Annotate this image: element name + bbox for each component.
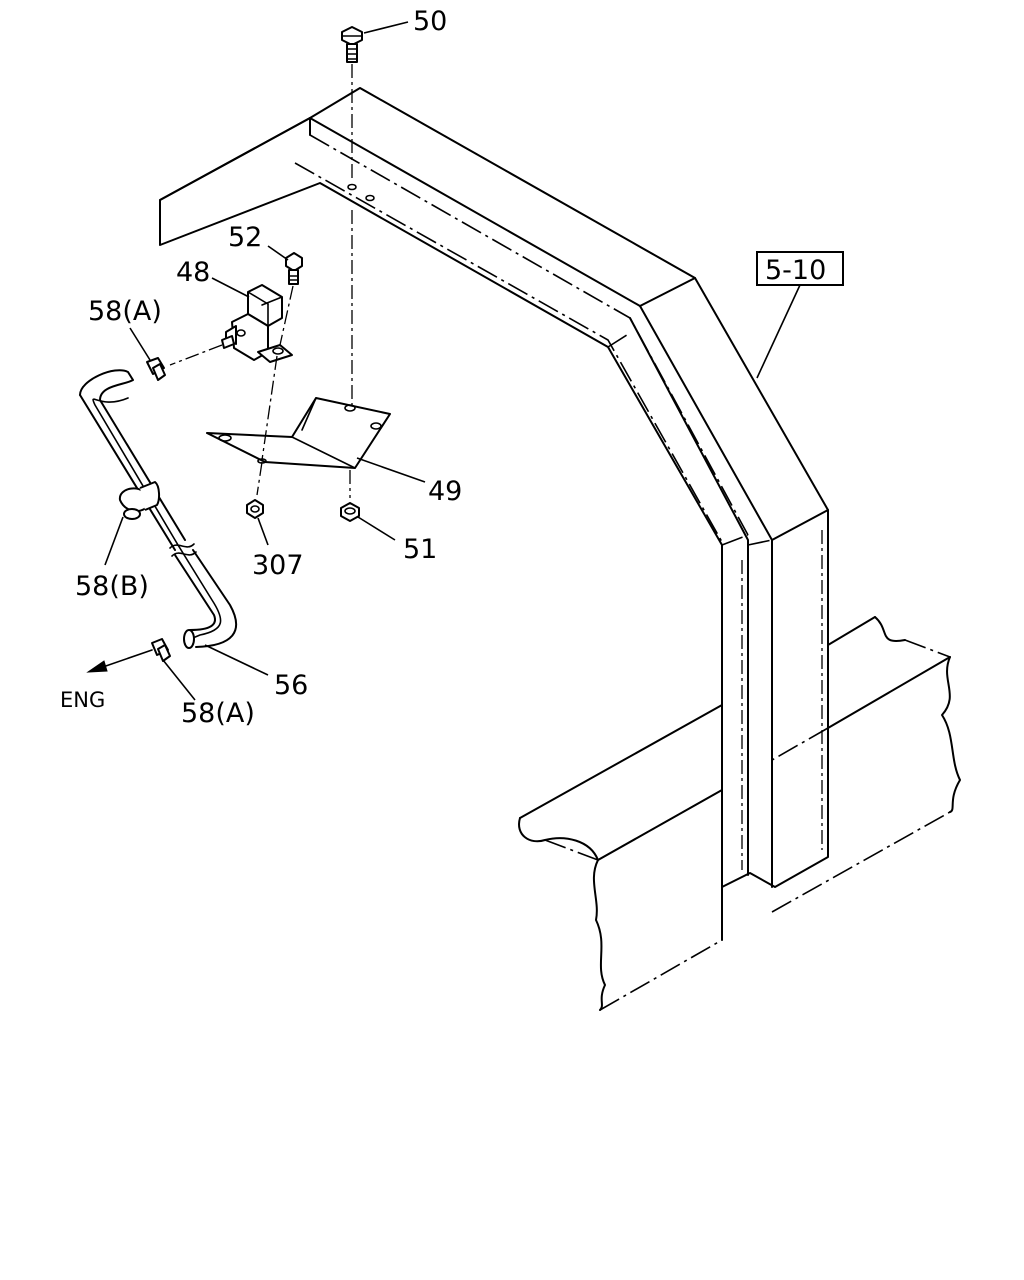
bracket-49 — [206, 397, 426, 483]
label-58b: 58(B) — [75, 571, 149, 602]
bolt-50 — [341, 21, 409, 410]
label-307: 307 — [252, 550, 304, 581]
label-51: 51 — [403, 534, 437, 565]
clip-58a-bottom — [86, 638, 196, 701]
nut-51 — [340, 470, 396, 541]
label-52: 52 — [228, 222, 262, 253]
valve-48 — [169, 277, 293, 461]
label-50: 50 — [413, 6, 447, 37]
side-rail — [518, 616, 961, 1011]
label-ref[interactable]: 5-10 — [765, 255, 826, 286]
label-eng: ENG — [60, 688, 105, 712]
label-48: 48 — [176, 257, 210, 288]
clip-58a-top — [129, 327, 166, 381]
nut-307 — [246, 461, 269, 546]
clip-58b — [104, 481, 161, 566]
label-56: 56 — [274, 670, 308, 701]
label-49: 49 — [428, 476, 462, 507]
bolt-52 — [267, 245, 303, 346]
frame-crossmember — [159, 87, 829, 888]
label-58a-bottom: 58(A) — [181, 698, 255, 729]
label-58a-top: 58(A) — [88, 296, 162, 327]
reference-box[interactable] — [756, 251, 844, 379]
hose-56 — [79, 369, 269, 676]
